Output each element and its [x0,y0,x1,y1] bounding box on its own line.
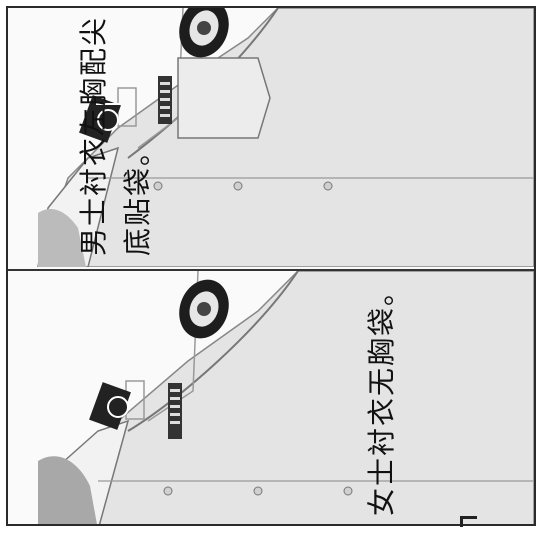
corner-mark [460,516,477,527]
mens-shirt-caption-line-1: 男士衬衣左胸配尖 [77,15,110,256]
mens-shirt-panel: 男士衬衣左胸配尖 底贴袋。 [8,8,534,267]
document-page: 男士衬衣左胸配尖 底贴袋。 [6,6,536,526]
mens-shirt-illustration [37,8,534,267]
womens-shirt-caption-line-1: 女士衬衣无胸袋。 [365,275,398,516]
womens-shirt-panel: 女士衬衣无胸袋。 [8,271,534,524]
womens-shirt-illustration [38,271,534,524]
panel-divider [8,269,534,271]
mens-shirt-caption-line-2: 底贴袋。 [121,135,154,256]
